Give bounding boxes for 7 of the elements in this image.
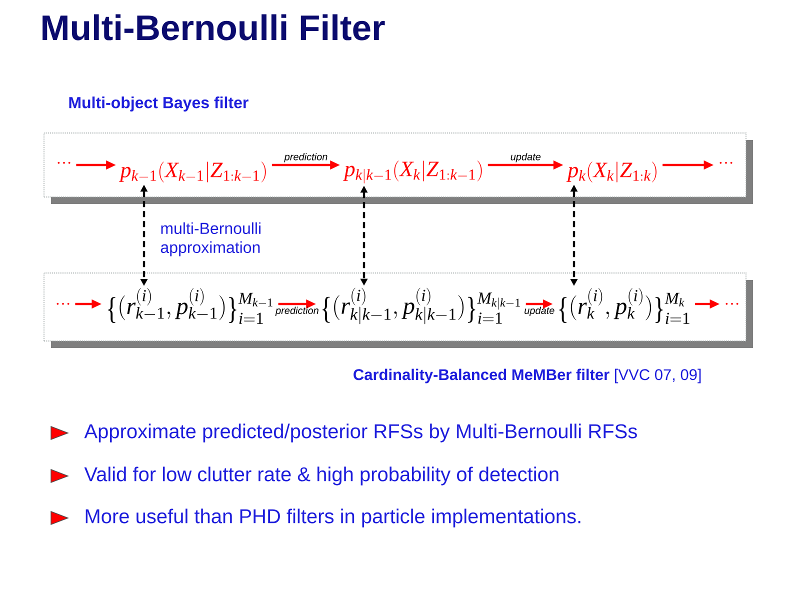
bullet-text: Approximate predicted/posterior RFSs by Multi-Bernoulli RFSs (84, 424, 637, 442)
bullet-text: More useful than PHD filters in particle implementations. (86, 508, 580, 528)
band-heading: Multi-object Bayes filter (69, 96, 248, 112)
bullet-text: Valid for low clutter rate & high probability of detection (84, 466, 558, 486)
band-heading: Cardinality-Balanced MeMBer filter [VVC 07, 09] (354, 368, 701, 384)
edge-label: multi-Bernoulli approximation (160, 222, 260, 256)
title: Multi-Bernoulli Filter (42, 14, 385, 40)
